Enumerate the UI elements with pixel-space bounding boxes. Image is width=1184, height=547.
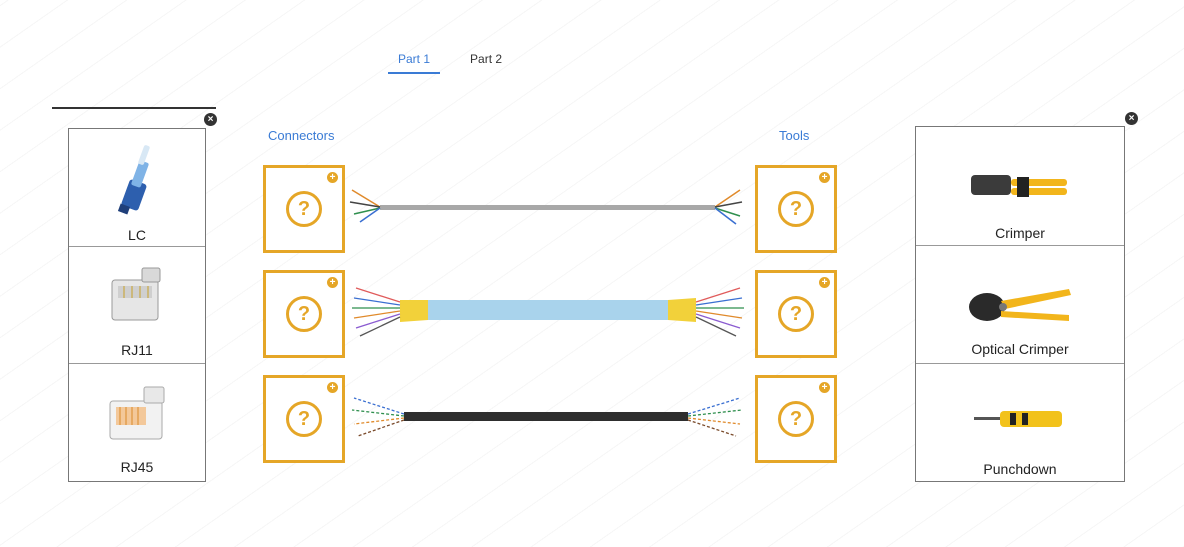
tool-item-crimper[interactable]: Crimper xyxy=(916,127,1124,246)
connector-label-rj11: RJ11 xyxy=(121,342,153,358)
cable-illustrations xyxy=(349,189,744,437)
connector-drop-target-2[interactable]: + ? xyxy=(263,270,345,358)
add-icon: + xyxy=(819,277,830,288)
tool-drop-target-2[interactable]: + ? xyxy=(755,270,837,358)
question-icon: ? xyxy=(286,191,322,227)
rj11-connector-icon xyxy=(111,267,161,321)
tool-drop-target-3[interactable]: + ? xyxy=(755,375,837,463)
tab-part-2[interactable]: Part 2 xyxy=(470,52,503,66)
punchdown-icon xyxy=(974,411,1062,427)
crimper-icon xyxy=(971,175,1067,197)
connectors-panel: LC RJ11 RJ45 xyxy=(68,128,206,482)
lc-connector-icon xyxy=(117,145,150,215)
connector-item-rj45[interactable]: RJ45 xyxy=(69,363,205,481)
question-icon: ? xyxy=(778,296,814,332)
tab-part-1[interactable]: Part 1 xyxy=(388,50,441,74)
add-icon: + xyxy=(327,172,338,183)
connector-drop-target-1[interactable]: + ? xyxy=(263,165,345,253)
black-cable xyxy=(351,397,743,437)
add-icon: + xyxy=(327,382,338,393)
connector-drop-target-3[interactable]: + ? xyxy=(263,375,345,463)
connector-label-rj45: RJ45 xyxy=(120,459,154,475)
question-icon: ? xyxy=(778,401,814,437)
connector-item-rj11[interactable]: RJ11 xyxy=(69,246,205,364)
close-tools-panel-button[interactable]: × xyxy=(1125,112,1138,125)
tools-heading: Tools xyxy=(779,128,810,143)
question-icon: ? xyxy=(286,401,322,437)
connectors-heading: Connectors xyxy=(268,128,335,143)
tool-label-punchdown: Punchdown xyxy=(983,461,1057,477)
tool-item-punchdown[interactable]: Punchdown xyxy=(916,363,1124,481)
rj45-connector-icon xyxy=(109,386,165,440)
connector-label-lc: LC xyxy=(128,227,146,243)
tool-drop-target-1[interactable]: + ? xyxy=(755,165,837,253)
add-icon: + xyxy=(819,172,830,183)
question-icon: ? xyxy=(778,191,814,227)
tab-bar: Part 1 Part 2 xyxy=(388,50,512,74)
fiber-blue-cable xyxy=(352,287,744,337)
tool-label-crimper: Crimper xyxy=(995,225,1045,241)
connectors-panel-divider xyxy=(52,107,216,109)
connector-item-lc[interactable]: LC xyxy=(69,129,205,247)
tool-item-optical-crimper[interactable]: Optical Crimper xyxy=(916,245,1124,364)
question-icon: ? xyxy=(286,296,322,332)
add-icon: + xyxy=(819,382,830,393)
optical-crimper-icon xyxy=(969,289,1071,321)
gray-cable xyxy=(349,189,743,225)
tool-label-optical-crimper: Optical Crimper xyxy=(971,341,1069,357)
close-connectors-panel-button[interactable]: × xyxy=(204,113,217,126)
add-icon: + xyxy=(327,277,338,288)
tools-panel: Crimper Optical Crimper Punchdown xyxy=(915,126,1125,482)
